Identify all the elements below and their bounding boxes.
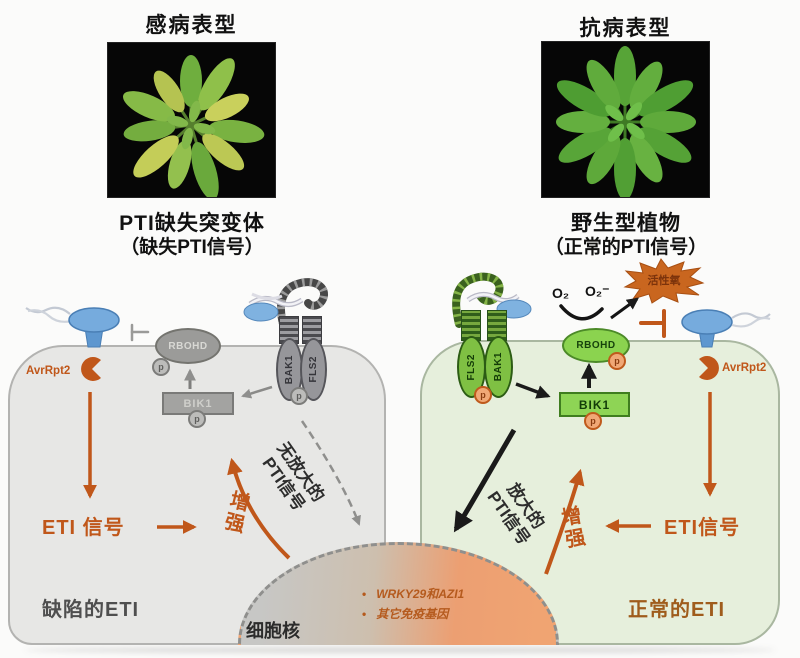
nucleus-gene-list: WRKY29和AZI1 其它免疫基因 (362, 584, 542, 624)
effector-label-left: AvrRpt2 (26, 365, 71, 377)
mutant-plant-name: PTI缺失突变体 (119, 212, 265, 235)
rbohd-protein-right: RBOHD (562, 328, 630, 363)
phospho-circle: p (474, 386, 492, 404)
bacterium-icon (68, 307, 120, 348)
drop-shadow (24, 647, 776, 653)
ros-burst-label: 活性氧 (647, 275, 681, 287)
inhibition-tbar-icon (639, 309, 666, 338)
wildtype-plant-name: 野生型植物 (571, 212, 681, 235)
receptor-label: FLS2 (308, 356, 319, 383)
gene-item: WRKY29和AZI1 (362, 584, 542, 604)
eti-signal-label-left: ETI 信号 (42, 517, 125, 539)
effector-label-right: AvrRpt2 (722, 362, 767, 374)
superoxide-label: O₂⁻ (585, 283, 610, 299)
receptor-label: BAK1 (493, 352, 504, 382)
gene-name: WRKY29和AZI1 (376, 587, 465, 601)
gene-name: 其它免疫基因 (376, 607, 449, 621)
plant-rosette-left (108, 43, 275, 200)
o2-conversion-arc (559, 304, 604, 321)
flagella-icon (25, 306, 73, 323)
bak1-receptor-right: BAK1 (484, 336, 513, 398)
inhibition-tbar-icon (130, 323, 150, 342)
nucleus-label: 细胞核 (246, 621, 300, 641)
mutant-plant-photo (108, 43, 275, 200)
flagella-icon (731, 312, 771, 328)
phospho-circle: p (290, 387, 308, 405)
oxygen-label: O₂ (552, 285, 570, 301)
eti-status-right: 正常的ETI (628, 599, 726, 621)
gene-item: 其它免疫基因 (362, 604, 542, 624)
receptor-label: BAK1 (284, 354, 295, 385)
susceptible-phenotype-title: 感病表型 (145, 14, 238, 37)
phospho-circle: p (152, 358, 170, 376)
receptor-label: FLS2 (466, 353, 477, 381)
eti-signal-label-right: ETI信号 (664, 517, 741, 539)
resistant-phenotype-title: 抗病表型 (579, 17, 672, 40)
phospho-circle: p (608, 352, 626, 370)
arrow-to-ros-burst (610, 297, 639, 320)
wildtype-plant-photo (542, 42, 709, 200)
mutant-plant-note: （缺失PTI信号） (120, 237, 264, 258)
phospho-circle: p (584, 412, 602, 430)
rbohd-protein-left: RBOHD (155, 328, 221, 364)
bak1-receptor-left: BAK1 (276, 338, 303, 401)
fls2-receptor-left: FLS2 (300, 338, 327, 401)
wildtype-plant-note: （正常的PTI信号） (544, 237, 708, 258)
phospho-circle: p (188, 410, 206, 428)
eti-status-left: 缺陷的ETI (42, 599, 140, 621)
plant-rosette-right (542, 42, 709, 200)
